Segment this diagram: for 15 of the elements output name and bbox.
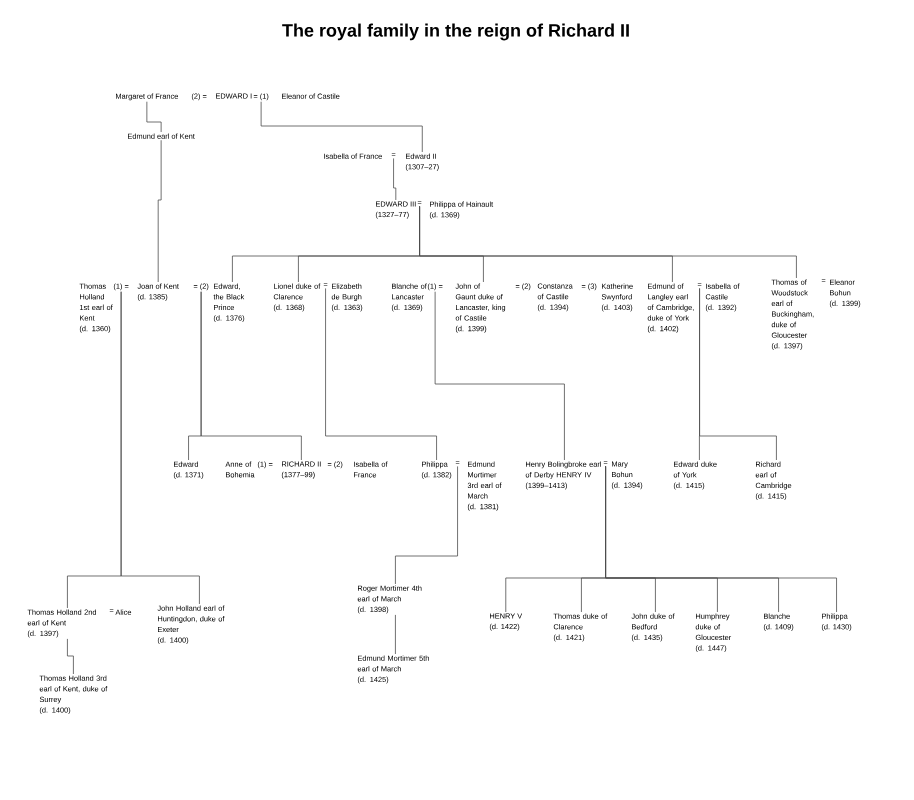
descent-line <box>200 291 302 461</box>
descent-line <box>395 466 458 585</box>
descent-line <box>395 614 396 655</box>
descent-line <box>157 139 162 283</box>
descent-line <box>419 206 797 279</box>
descent-line <box>699 288 777 461</box>
descent-line <box>434 291 565 461</box>
descent-line <box>120 291 200 605</box>
descent-line <box>393 158 397 201</box>
descent-line <box>67 638 74 675</box>
descent-line <box>146 101 162 133</box>
descent-line <box>605 466 837 613</box>
title: The royal family in the reign of Richard II <box>282 23 629 41</box>
descent-line <box>260 101 423 153</box>
descent-line <box>325 288 437 461</box>
